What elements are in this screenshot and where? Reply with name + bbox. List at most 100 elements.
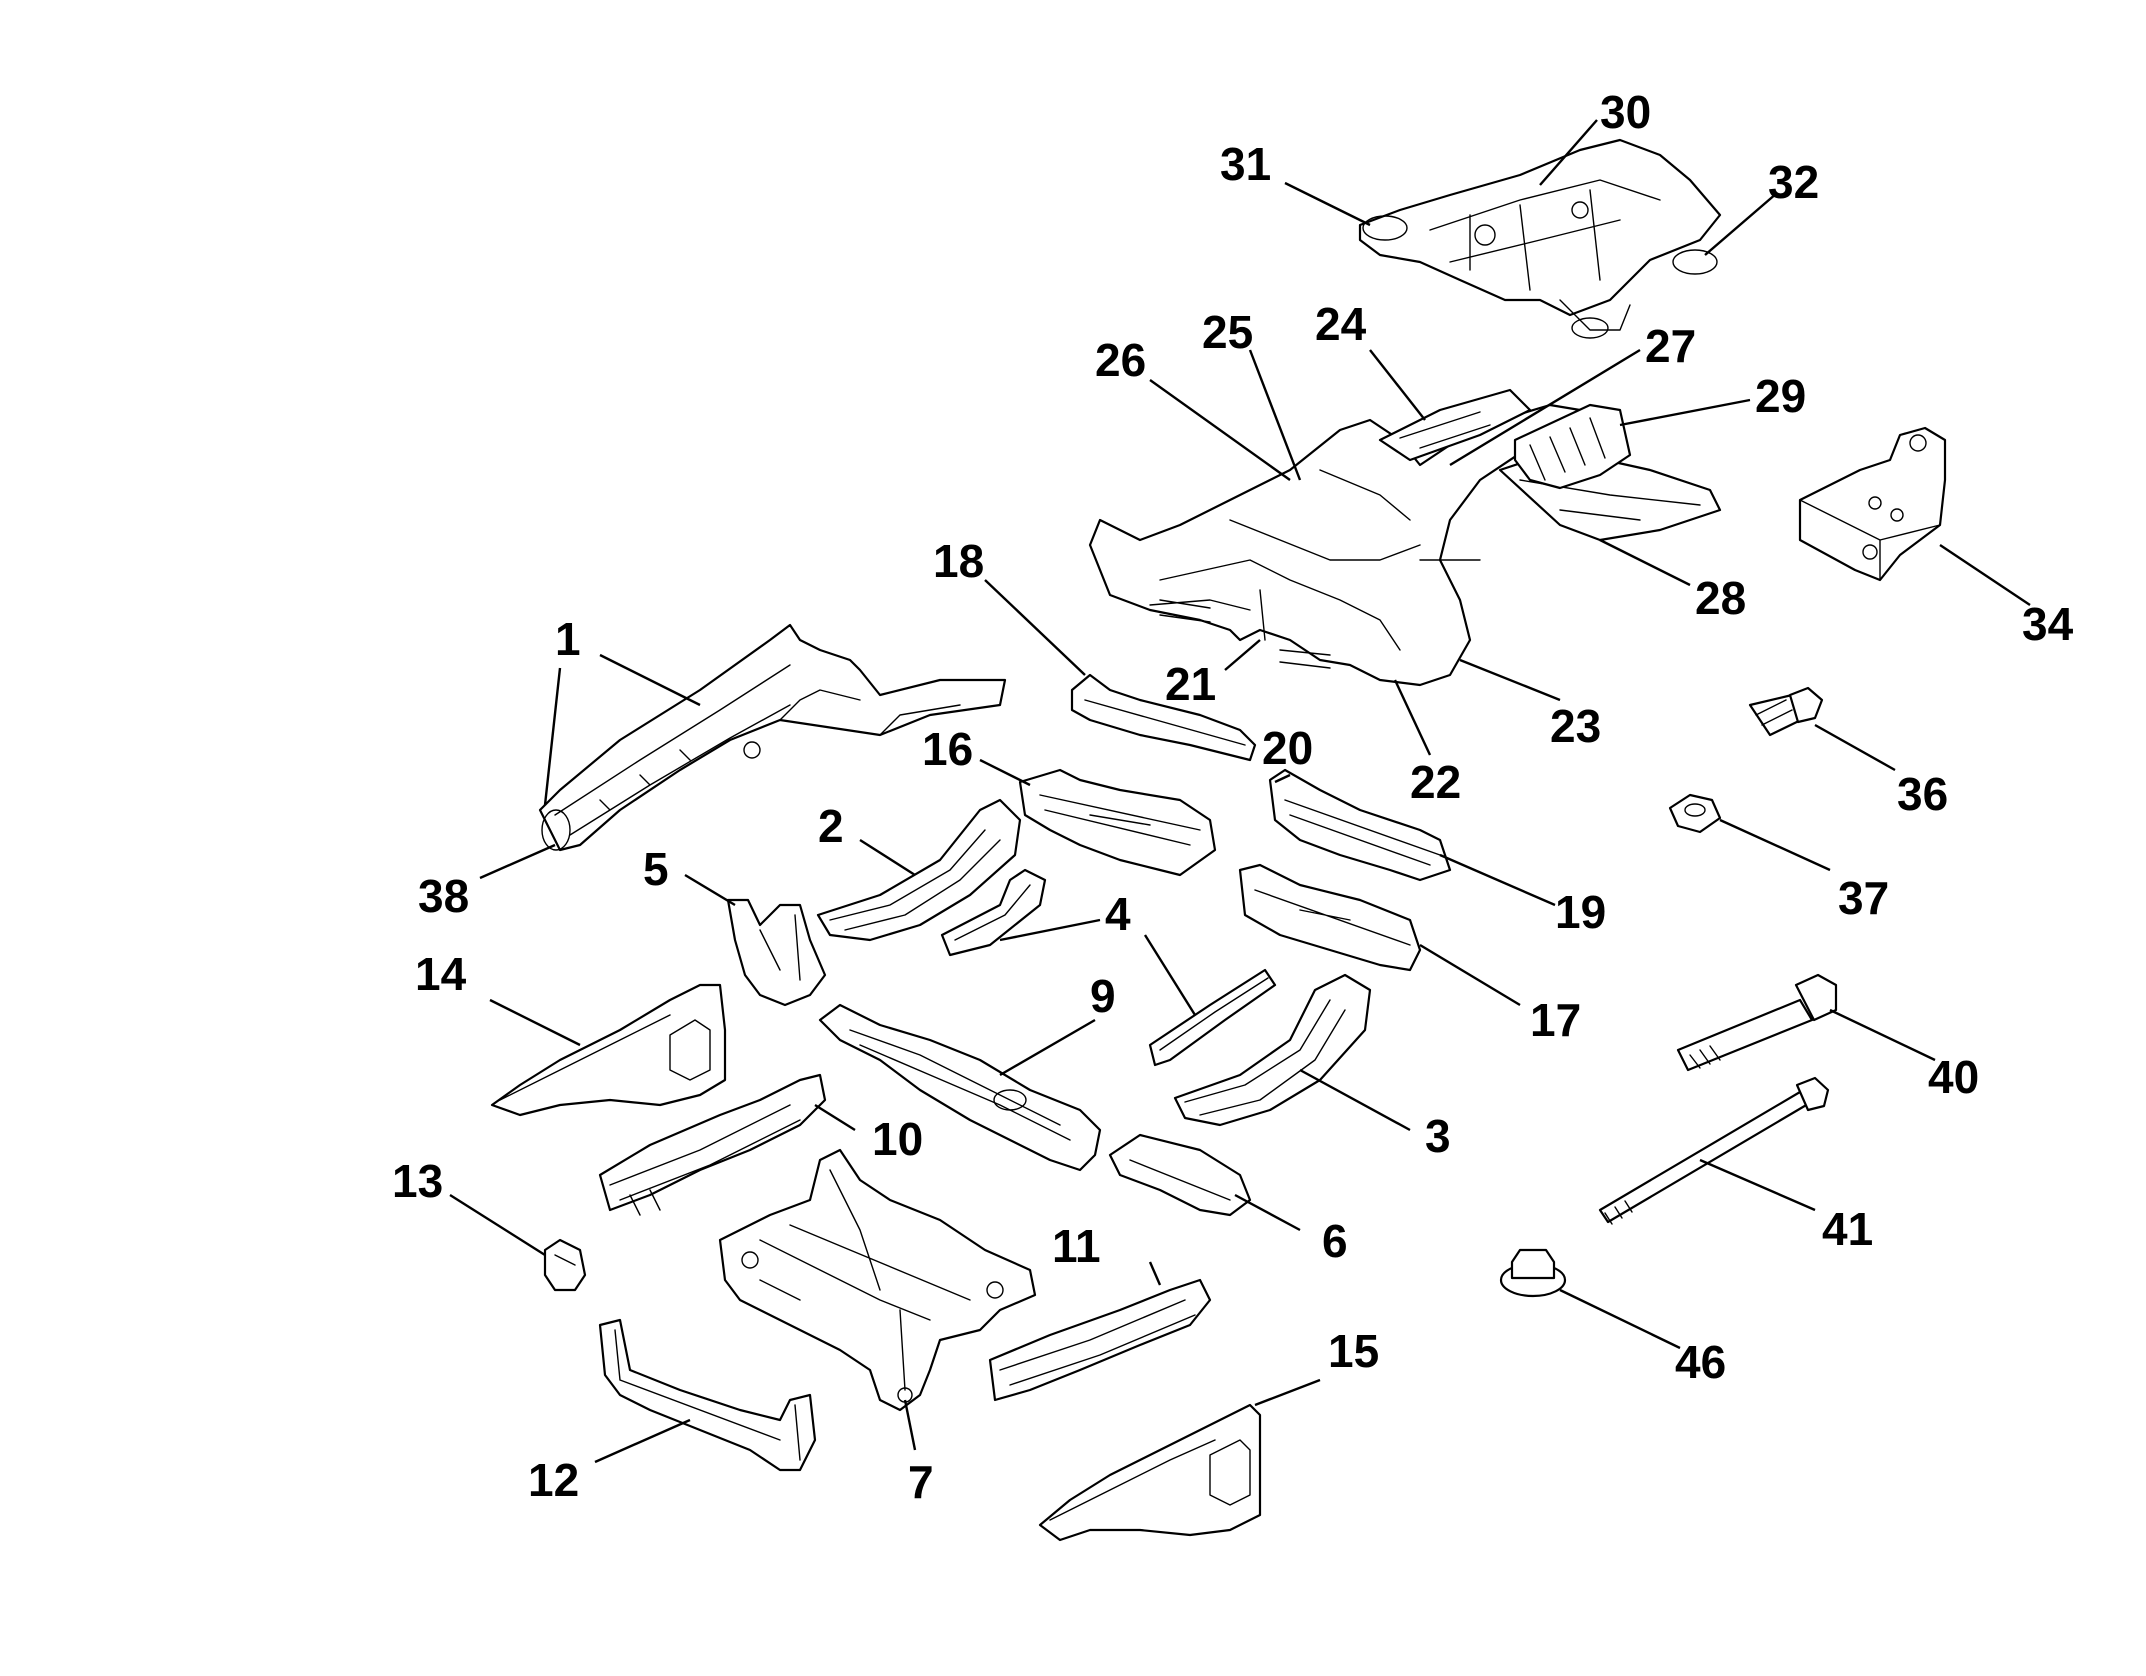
leader-11	[1148, 1261, 1162, 1286]
callout-31: 31	[1220, 138, 1271, 190]
callout-34: 34	[2022, 598, 2074, 650]
part-6-bracket	[1108, 1133, 1252, 1217]
leader-26	[1149, 379, 1291, 481]
callout-29: 29	[1755, 370, 1806, 422]
leader-30	[1539, 119, 1598, 186]
callout-24: 24	[1315, 298, 1367, 350]
callout-14: 14	[415, 948, 467, 1000]
callout-20: 20	[1262, 722, 1313, 774]
callout-6: 6	[1322, 1215, 1348, 1267]
callout-27: 27	[1645, 320, 1696, 372]
leader-2	[859, 838, 916, 877]
leader-4b	[1143, 934, 1197, 1016]
callout-28: 28	[1695, 572, 1746, 624]
leader-22	[1393, 679, 1432, 756]
part-21-28-rear-frame	[1088, 388, 1722, 687]
callout-22: 22	[1410, 756, 1461, 808]
part-4-rail-piece	[940, 868, 1277, 1067]
part-46-flanged-nut	[1499, 1248, 1567, 1298]
part-34-mount-bracket	[1798, 426, 1947, 582]
leader-7	[903, 1399, 917, 1451]
callout-46: 46	[1675, 1336, 1726, 1388]
callout-15: 15	[1328, 1325, 1379, 1377]
leader-27	[1449, 348, 1641, 467]
leader-20	[1274, 773, 1291, 784]
leader-32	[1704, 192, 1778, 256]
callout-19: 19	[1555, 886, 1606, 938]
leader-9	[999, 1018, 1096, 1077]
callout-2: 2	[818, 800, 844, 852]
leader-18	[984, 579, 1086, 676]
callout-12: 12	[528, 1454, 579, 1506]
part-30-rear-crossmember	[1358, 138, 1722, 339]
callout-3: 3	[1425, 1110, 1451, 1162]
callout-9: 9	[1090, 970, 1116, 1022]
leader-14	[489, 998, 581, 1047]
callout-7: 7	[908, 1456, 934, 1508]
part-9-frame-rail	[818, 1003, 1102, 1172]
leader-3	[1299, 1068, 1411, 1132]
callout-32: 32	[1768, 156, 1819, 208]
part-11-rail	[988, 1278, 1212, 1402]
leader-5	[684, 873, 736, 907]
leader-25	[1248, 349, 1302, 481]
leader-19	[1439, 853, 1556, 907]
leader-17	[1419, 943, 1521, 1007]
leader-6	[1234, 1193, 1301, 1232]
leader-13	[449, 1193, 546, 1257]
part-3-wheelhouse	[1173, 973, 1372, 1127]
callout-4: 4	[1105, 888, 1131, 940]
part-40-long-bolt	[1676, 973, 1838, 1072]
leader-23	[1459, 658, 1561, 702]
leader-10	[814, 1103, 856, 1132]
part-16-crossmember	[1018, 768, 1217, 877]
callout-38: 38	[418, 870, 469, 922]
leader-28	[1599, 538, 1691, 587]
leader-38	[479, 843, 556, 880]
callout-41: 41	[1822, 1203, 1873, 1255]
part-2-wheelhouse	[816, 798, 1022, 942]
callout-5: 5	[643, 843, 669, 895]
leader-1a	[599, 653, 701, 707]
callout-30: 30	[1600, 86, 1651, 138]
callout-10: 10	[872, 1113, 923, 1165]
part-10-rail	[598, 1073, 827, 1216]
callout-26: 26	[1095, 334, 1146, 386]
leader-12	[594, 1418, 691, 1464]
leader-1b	[543, 667, 562, 806]
leader-lines	[449, 119, 2031, 1464]
part-36-bolt	[1748, 686, 1824, 737]
callout-40: 40	[1928, 1051, 1979, 1103]
leader-37	[1719, 818, 1831, 872]
callout-25: 25	[1202, 306, 1253, 358]
part-18-crossmember	[1070, 673, 1257, 762]
part-7-front-crossmember	[718, 1148, 1037, 1412]
leader-24	[1369, 349, 1426, 421]
part-17-crossmember	[1238, 863, 1422, 972]
leader-31	[1284, 181, 1371, 227]
callout-36: 36	[1897, 768, 1948, 820]
callout-13: 13	[392, 1155, 443, 1207]
leader-41	[1699, 1158, 1816, 1212]
callout-16: 16	[922, 723, 973, 775]
part-14-apron	[490, 983, 727, 1117]
callout-18: 18	[933, 535, 984, 587]
leader-46	[1559, 1288, 1681, 1350]
callout-1: 1	[555, 613, 581, 665]
part-1-frame-rail	[538, 623, 1007, 852]
leader-16	[979, 758, 1031, 787]
part-15-apron	[1038, 1403, 1262, 1542]
leader-29	[1619, 398, 1751, 427]
part-37-nut	[1668, 793, 1722, 834]
leader-36	[1814, 723, 1896, 772]
part-5-bracket	[726, 898, 827, 1007]
callout-11: 11	[1052, 1220, 1101, 1272]
part-12-radiator-support	[598, 1318, 817, 1472]
callout-21: 21	[1165, 658, 1216, 710]
part-29-bracket	[1513, 403, 1632, 490]
leader-34	[1939, 544, 2031, 606]
part-41-longer-bolt	[1598, 1076, 1830, 1225]
callout-23: 23	[1550, 700, 1601, 752]
leader-15	[1254, 1378, 1321, 1407]
